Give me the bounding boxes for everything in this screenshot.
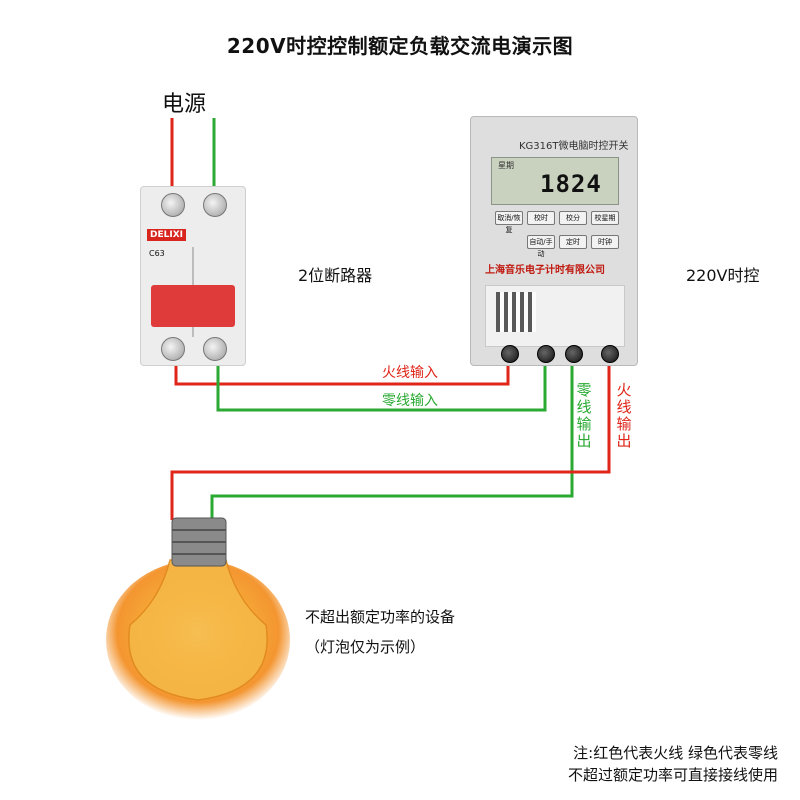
timer-lcd-display: 星期 1824: [491, 157, 619, 205]
timer-terminal-4: [601, 345, 619, 363]
breaker-rating: C63: [149, 249, 165, 258]
breaker-toggle-handle[interactable]: [151, 285, 235, 327]
zero-output-label: 零线输出: [576, 381, 592, 450]
timer-button-cancel[interactable]: 取消/恢复: [495, 211, 523, 234]
timer-brand: 上海音乐电子计时有限公司: [485, 265, 605, 276]
breaker-label: 2位断路器: [298, 266, 373, 285]
breaker-top-left-screw-icon: [161, 193, 185, 217]
color-note: 注:红色代表火线 绿色代表零线: [573, 744, 778, 762]
zero-output-wire: [210, 352, 574, 520]
light-bulb-icon: [106, 517, 290, 720]
timer-terminal-3: [565, 345, 583, 363]
timer-button-schedule[interactable]: 定时: [559, 235, 587, 249]
fire-input-wire: [174, 352, 510, 386]
timer-button-week[interactable]: 校星期: [591, 211, 619, 225]
fire-input-label: 火线输入: [382, 365, 438, 381]
timer-label-plate: [485, 285, 625, 347]
breaker-brand: DELIXI: [147, 229, 186, 241]
timer-button-clock[interactable]: 时钟: [591, 235, 619, 249]
example-label: （灯泡仅为示例）: [305, 638, 426, 656]
qr-code-icon: [496, 292, 536, 332]
zero-input-label: 零线输入: [382, 393, 438, 409]
usage-note: 不超过额定功率可直接接线使用: [567, 766, 778, 784]
timer-button-minute[interactable]: 校分: [559, 211, 587, 225]
breaker-bottom-right-screw-icon: [203, 337, 227, 361]
page-title: 220V时控控制额定负载交流电演示图: [226, 34, 574, 58]
timer-model: KG316T微电脑时控开关: [519, 141, 629, 152]
breaker-bottom-left-screw-icon: [161, 337, 185, 361]
timer-button-auto-manual[interactable]: 自动/手动: [527, 235, 555, 258]
fire-output-label: 火线输出: [616, 381, 632, 450]
breaker-top-right-screw-icon: [203, 193, 227, 217]
power-source-label: 电源: [162, 92, 207, 117]
circuit-breaker: DELIXI C63: [140, 186, 246, 366]
fire-output-wire: [170, 352, 611, 520]
timer-time: 1824: [540, 170, 602, 198]
timer-label: 220V时控: [686, 266, 760, 285]
device-label: 不超出额定功率的设备: [305, 608, 456, 626]
timer-terminal-2: [537, 345, 555, 363]
timer-button-hour[interactable]: 校时: [527, 211, 555, 225]
timer-switch: KG316T微电脑时控开关 星期 1824 校时 校分 校星期 取消/恢复 自动…: [470, 116, 638, 366]
timer-week-label: 星期: [498, 161, 514, 170]
zero-input-wire: [216, 352, 547, 412]
timer-terminal-1: [501, 345, 519, 363]
